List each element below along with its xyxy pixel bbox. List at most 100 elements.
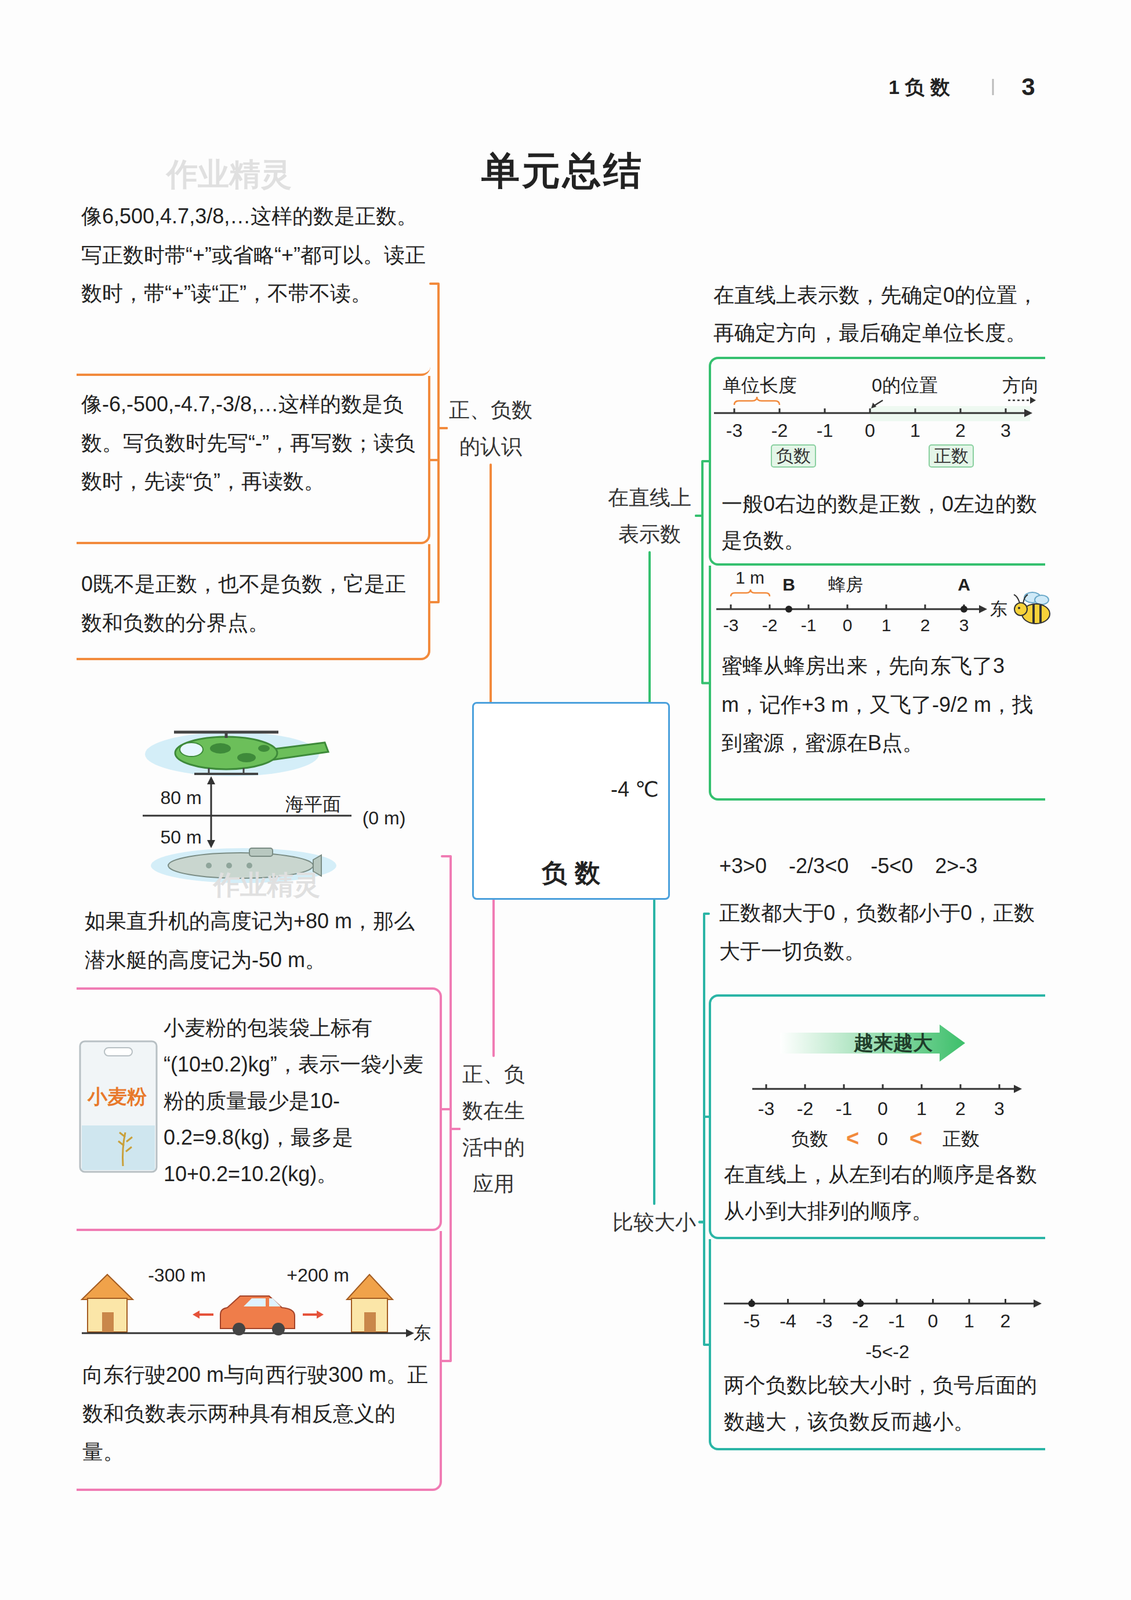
node-text: 如果直升机的高度记为+80 m，那么潜水艇的高度记为-50 m。 — [76, 725, 442, 980]
less-than-sign: < — [846, 1125, 859, 1152]
point-label: A — [957, 574, 971, 596]
direction-label: 东 — [413, 1322, 431, 1344]
sea-level-diagram — [142, 776, 352, 848]
point-label: B — [782, 574, 796, 596]
axis-number: -3 — [816, 1309, 833, 1332]
summary-panel: 小麦粉的包装袋上标有“(10±0.2)kg”，表示一袋小麦粉的质量最少是10-0… — [76, 987, 442, 1231]
node-text: 两个负数比较大小时，负号后面的数越大，该负数反而越小。 — [711, 1238, 1046, 1440]
axis-number: 0 — [842, 614, 853, 636]
node-text: 正、负数的认识 — [446, 391, 535, 465]
axis-number: -3 — [723, 614, 739, 636]
comparison: -5<-2 — [865, 1340, 910, 1363]
watermark: 作业精灵 — [213, 868, 321, 901]
axis-number: 1 — [963, 1309, 975, 1332]
axis-number: 2 — [920, 614, 931, 636]
node-body: 正数都大于0，负数都小于0，正数大于一切负数。 — [708, 885, 1046, 971]
axis-number: 1 — [916, 1097, 927, 1120]
axis-number: -3 — [758, 1097, 775, 1120]
axis-number: -1 — [816, 419, 833, 442]
height-label: 80 m — [160, 786, 202, 809]
axis-number: 3 — [1000, 419, 1011, 442]
axis-number: -3 — [726, 419, 743, 442]
branch-connector — [441, 856, 460, 1129]
node-text: 蜜蜂从蜂房出来，先向东飞了3 m，记作+3 m，又飞了-9/2 m，找到蜜源，蜜… — [711, 565, 1046, 763]
branch-connector — [699, 1116, 709, 1223]
branch-connector — [441, 1128, 460, 1361]
sea-level-label: 海平面 — [285, 792, 342, 815]
arrow-label: 越来越大 — [853, 1030, 933, 1055]
node-text: +3>0 -2/3<0 -5<0 2>-3 — [708, 846, 1046, 886]
road-scene — [81, 1274, 415, 1337]
compare-number-line — [752, 1084, 1022, 1093]
axis-number: 3 — [994, 1097, 1005, 1120]
branch-connector — [492, 899, 495, 1056]
node-text: 向东行驶200 m与向西行驶300 m。正数和负数表示两种具有相反意义的量。 — [76, 1230, 440, 1472]
distance-label: +200 m — [286, 1263, 350, 1286]
summary-panel: 像-6,-500,-4.7,-3/8,…这样的数是负数。写负数时先写“-”，再写… — [76, 375, 431, 545]
axis-number: -2 — [771, 419, 788, 442]
branch-connector — [653, 899, 656, 1204]
node-text: 0既不是正数，也不是负数，它是正数和负数的分界点。 — [76, 544, 429, 643]
helicopter-illustration — [145, 731, 329, 777]
axis-number: -2 — [762, 614, 778, 636]
summary-panel: 向东行驶200 m与向西行驶300 m。正数和负数表示两种具有相反意义的量。 — [76, 1230, 442, 1491]
node-text: 比较大小 — [609, 1203, 700, 1241]
summary-panel: 0既不是正数，也不是负数，它是正数和负数的分界点。 — [76, 544, 431, 661]
axis-number: -1 — [800, 614, 817, 636]
branch-label: 正、负数在生活中的应用 — [459, 1055, 528, 1202]
branch-connector — [430, 283, 447, 429]
distance-label: -300 m — [147, 1263, 206, 1286]
node-body: 负 数 — [473, 857, 669, 889]
axis-number: 0 — [864, 419, 876, 442]
axis-number: 2 — [1000, 1309, 1011, 1332]
negative-number-line — [723, 1298, 1042, 1308]
order-label: 正数 — [942, 1127, 980, 1150]
branch-connector — [696, 515, 709, 684]
header-separator — [992, 78, 995, 96]
page-number: 3 — [1021, 72, 1035, 102]
axis-number: -1 — [888, 1309, 905, 1332]
axis-number: 0 — [928, 1309, 939, 1332]
region-tag: 负数 — [776, 445, 811, 467]
axis-number: -1 — [835, 1097, 853, 1120]
branch-connector — [696, 461, 709, 516]
node-text: 正、负数在生活中的应用 — [459, 1055, 528, 1202]
axis-number: 3 — [959, 614, 970, 636]
bee-icon — [1013, 592, 1050, 624]
order-label: 负数 — [791, 1127, 829, 1150]
flour-bag — [80, 1041, 157, 1172]
branch-connector — [489, 464, 492, 702]
summary-panel: 如果直升机的高度记为+80 m，那么潜水艇的高度记为-50 m。 — [76, 725, 442, 988]
growth-arrow — [780, 1024, 966, 1062]
summary-panel: +3>0 -2/3<0 -5<0 2>-3正数都大于0，负数都小于0，正数大于一… — [708, 846, 1046, 981]
branch-connector — [430, 428, 447, 603]
axis-annotation: 单位长度 — [722, 374, 797, 397]
axis-annotation: 0的位置 — [871, 374, 938, 397]
axis-number: 1 — [881, 614, 892, 636]
axis-number: 1 — [910, 419, 921, 442]
height-label: 50 m — [160, 825, 202, 848]
order-label: 0 — [877, 1127, 888, 1150]
page-title: 单元总结 — [481, 147, 644, 194]
node-text: 像-6,-500,-4.7,-3/8,…这样的数是负数。写负数时先写“-”，再写… — [76, 375, 429, 502]
region-tag: 正数 — [933, 445, 969, 467]
axis-number: -4 — [779, 1309, 796, 1332]
less-than-sign: < — [909, 1125, 923, 1152]
central-topic: -4 ℃ 负 数 — [472, 701, 670, 900]
bag-label: 小麦粉 — [87, 1084, 147, 1109]
node-text: 像6,500,4.7,3/8,…这样的数是正数。写正数时带“+”或省略“+”都可… — [76, 191, 431, 314]
axis-number: -2 — [852, 1309, 869, 1332]
axis-number: -5 — [743, 1309, 760, 1332]
node-text: 在直线上表示数，先确定0的位置，再确定方向，最后确定单位长度。 — [711, 276, 1048, 353]
node-text: 在直线上表示数 — [603, 479, 696, 553]
node-text: -4 ℃ — [610, 776, 659, 802]
branch-label: 正、负数的认识 — [446, 391, 535, 465]
branch-connector — [441, 1108, 460, 1129]
axis-number: 2 — [955, 1097, 966, 1120]
watermark: 作业精灵 — [166, 155, 292, 194]
unit-length: 1 m — [735, 567, 765, 589]
axis-number: -2 — [796, 1097, 814, 1120]
branch-connector — [699, 913, 709, 1223]
branch-connector — [699, 1222, 709, 1346]
summary-panel: 像6,500,4.7,3/8,…这样的数是正数。写正数时带“+”或省略“+”都可… — [76, 191, 431, 376]
